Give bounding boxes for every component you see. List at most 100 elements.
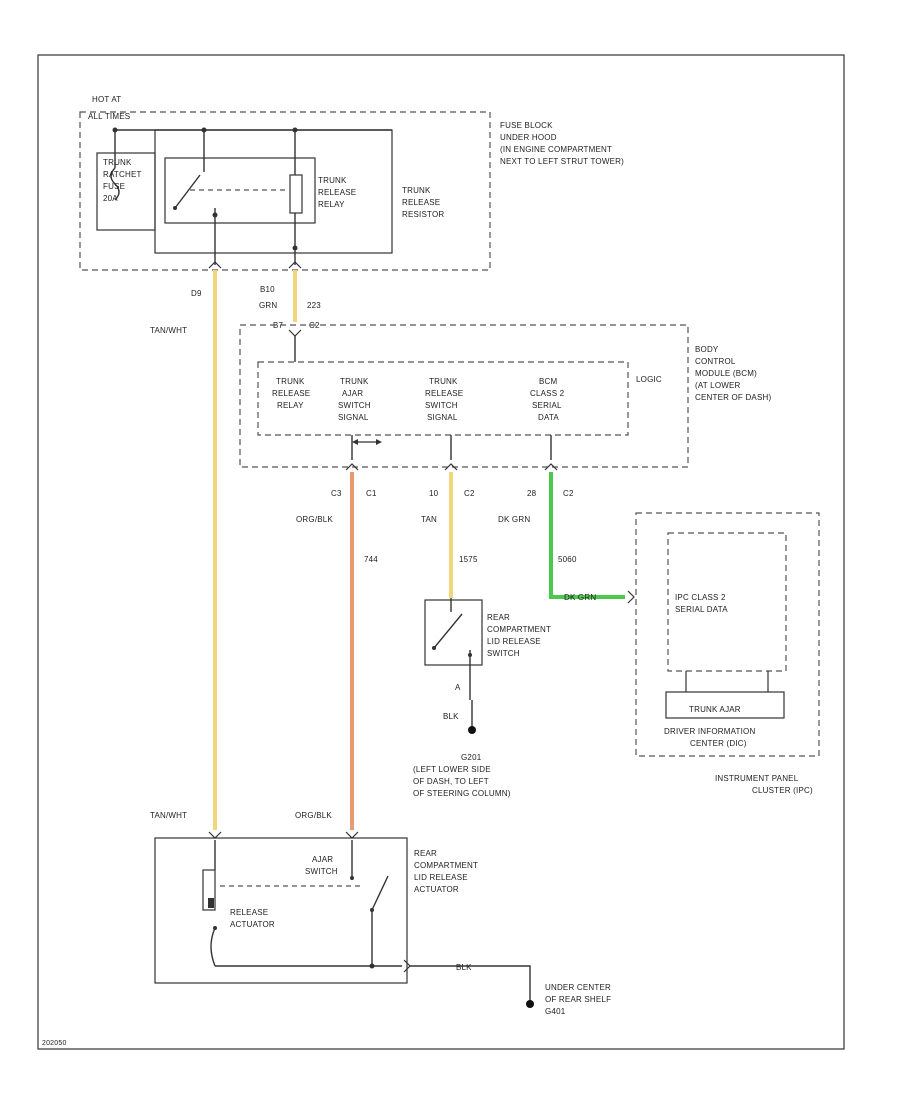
relay-label-3: RELAY [318, 200, 345, 209]
ipc-data-box [667, 532, 787, 672]
fuse-label-2: RATCHET [103, 170, 142, 179]
wire-grn: GRN [259, 301, 277, 310]
actuator-label-3: LID RELEASE [414, 873, 468, 882]
connector-d9 [208, 261, 222, 269]
wire-5060-label: 5060 [558, 555, 577, 564]
diagram-frame [37, 54, 845, 1050]
bcm-block-ajar-4: SIGNAL [338, 413, 369, 422]
connector-c1 [345, 463, 359, 471]
connector-actuator-right [345, 831, 359, 839]
bcm-block-data-1: BCM [539, 377, 558, 386]
bcm-logic-label: LOGIC [636, 375, 662, 384]
pin-a-label: A [455, 683, 461, 692]
solenoid-plunger [208, 898, 214, 908]
ipc-label-2: CLUSTER (IPC) [752, 786, 813, 795]
coil-junction [292, 245, 298, 251]
dic-box [665, 691, 785, 719]
ipc-data-label-1: IPC CLASS 2 [675, 593, 726, 602]
fuse-block-label-2: UNDER HOOD [500, 133, 557, 142]
fuse-block: HOT AT ALL TIMES FUSE BLOCK UNDER HOOD (… [79, 95, 624, 271]
rear-switch-label-4: SWITCH [487, 649, 520, 658]
solenoid-coil [202, 869, 216, 911]
bcm-block-data-2: CLASS 2 [530, 389, 565, 398]
conn-c2-data: C2 [563, 489, 574, 498]
ground-g401-icon [526, 1000, 534, 1008]
relay-switch-blade [174, 174, 201, 209]
actuator-tan-wht-label: TAN/WHT [150, 811, 187, 820]
bcm-block-relay-1: TRUNK [276, 377, 305, 386]
rear-switch-label-3: LID RELEASE [487, 637, 541, 646]
fuse-block-label-3: (IN ENGINE COMPARTMENT [500, 145, 612, 154]
resistor-box [154, 129, 393, 254]
pin-b7: B7 [273, 321, 284, 330]
bcm-block-data-4: DATA [538, 413, 559, 422]
bcm-block-data-3: SERIAL [532, 401, 562, 410]
ipc-outline [635, 512, 820, 757]
wire-dk-grn-ipc-label: DK GRN [564, 593, 596, 602]
g401-label-3: G401 [545, 1007, 566, 1016]
actuator-box [154, 837, 408, 984]
connector-actuator-left [208, 831, 222, 839]
bcm-block-release-2: RELEASE [425, 389, 463, 398]
g401-label-1: UNDER CENTER [545, 983, 611, 992]
connector-bcm-top [288, 329, 302, 337]
connector-ipc [627, 590, 635, 604]
switch-blade [433, 613, 463, 649]
wire-tan-label: TAN [421, 515, 437, 524]
fuse-label-1: TRUNK [103, 158, 132, 167]
g201-label-1: G201 [461, 753, 482, 762]
relay-coil [289, 174, 303, 214]
figure-id: 202050 [42, 1040, 67, 1047]
actuator-label-2: COMPARTMENT [414, 861, 478, 870]
fuse-block-outline [79, 111, 491, 271]
bcm-block-relay-2: RELEASE [272, 389, 310, 398]
ground-junction [369, 963, 375, 969]
bcm-label-4: (AT LOWER [695, 381, 741, 390]
resistor-label-1: TRUNK [402, 186, 431, 195]
bcm-block-release-4: SIGNAL [427, 413, 458, 422]
relay-label-2: RELEASE [318, 188, 356, 197]
ipc-data-label-2: SERIAL DATA [675, 605, 728, 614]
wire-tan-wht-label: TAN/WHT [150, 326, 187, 335]
g201-label-4: OF STEERING COLUMN) [413, 789, 511, 798]
release-actuator-label-2: ACTUATOR [230, 920, 275, 929]
pin-c3: C3 [331, 489, 342, 498]
wire-1575-label: 1575 [459, 555, 478, 564]
rear-compartment-switch: REAR COMPARTMENT LID RELEASE SWITCH [424, 598, 551, 700]
ajar-switch-label-1: AJAR [312, 855, 333, 864]
g401-label-2: OF REAR SHELF [545, 995, 611, 1004]
wire-223: 223 [307, 301, 321, 310]
instrument-panel-cluster: IPC CLASS 2 SERIAL DATA TRUNK AJAR DRIVE… [635, 512, 820, 795]
wire-744-label: 744 [364, 555, 378, 564]
rear-switch-box [424, 599, 483, 666]
fuse-block-label-1: FUSE BLOCK [500, 121, 553, 130]
bcm-block-ajar-1: TRUNK [340, 377, 369, 386]
resistor-label-2: RELEASE [402, 198, 440, 207]
bcm-block-relay-3: RELAY [277, 401, 304, 410]
ipc-label-1: INSTRUMENT PANEL [715, 774, 799, 783]
resistor-label-3: RESISTOR [402, 210, 444, 219]
bcm-block-ajar-2: AJAR [342, 389, 363, 398]
connector-c2-release [444, 463, 458, 471]
body-control-module: LOGIC BODY CONTROL MODULE (BCM) (AT LOWE… [239, 324, 771, 471]
bcm-label-3: MODULE (BCM) [695, 369, 757, 378]
bcm-label-1: BODY [695, 345, 719, 354]
fuse-label-4: 20A [103, 194, 118, 203]
bcm-logic-box [257, 361, 629, 436]
actuator-org-blk-label: ORG/BLK [295, 811, 332, 820]
ajar-switch-blade [371, 875, 389, 911]
connector-b10 [288, 261, 302, 269]
release-actuator-label-1: RELEASE [230, 908, 268, 917]
conn-c1: C1 [366, 489, 377, 498]
switch-pivot [432, 646, 436, 650]
wire-dk-grn-label: DK GRN [498, 515, 530, 524]
rear-switch-label-1: REAR [487, 613, 510, 622]
rear-compartment-actuator: TAN/WHT ORG/BLK REAR COMPARTMENT LID REL… [150, 811, 478, 984]
dic-label-2: CENTER (DIC) [690, 739, 747, 748]
ajar-arrow-head [352, 439, 358, 445]
ajar-arrow-head [376, 439, 382, 445]
bcm-block-ajar-3: SWITCH [338, 401, 371, 410]
bcm-label-5: CENTER OF DASH) [695, 393, 771, 402]
wire-blk-label: BLK [443, 712, 459, 721]
